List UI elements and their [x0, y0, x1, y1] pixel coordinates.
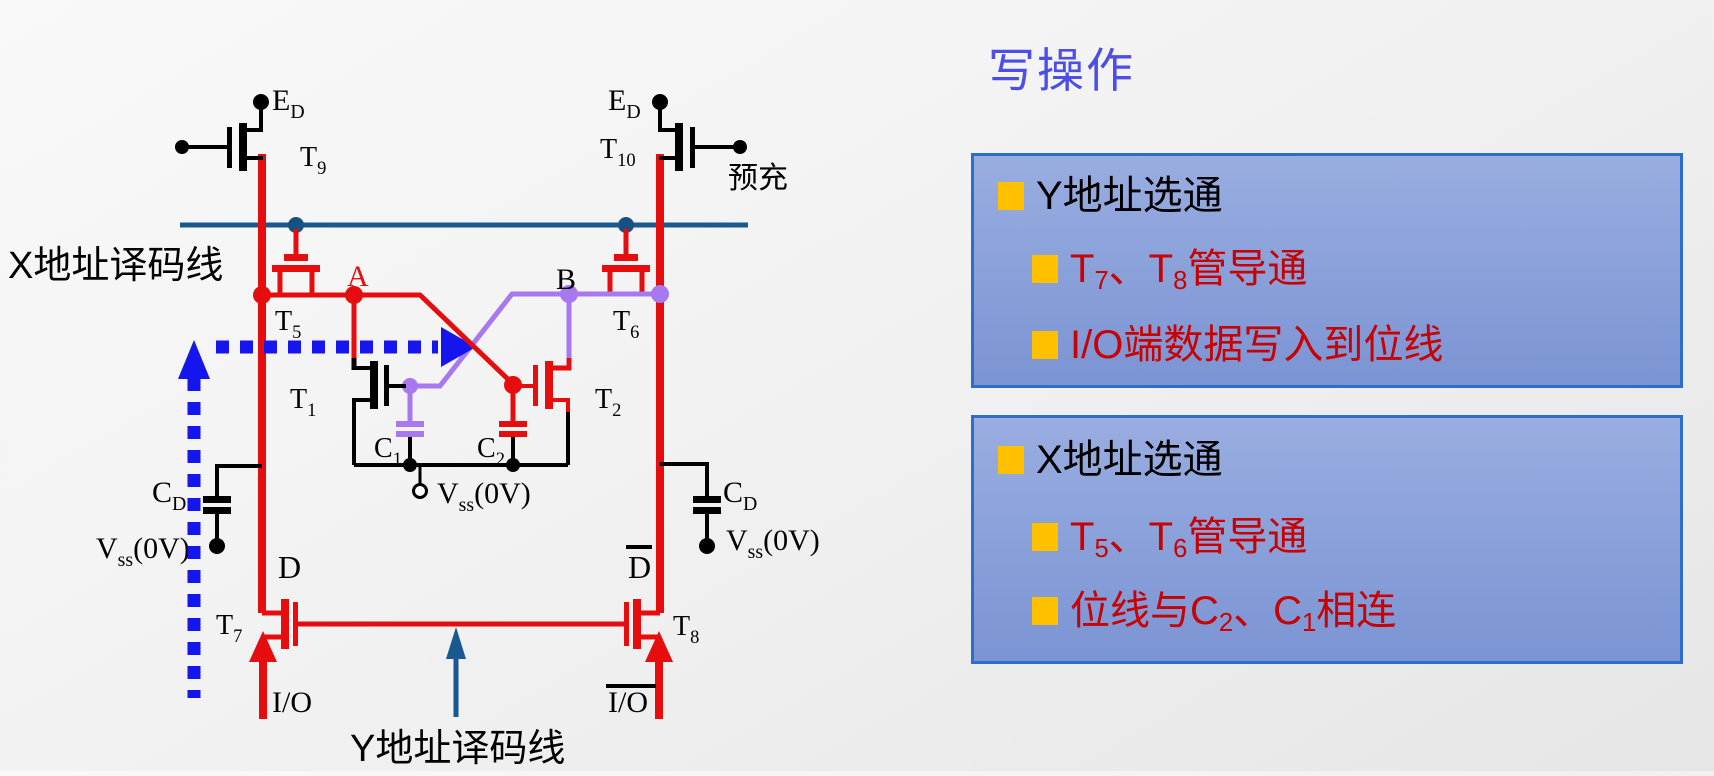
bullet-icon: [998, 446, 1024, 474]
panel-item: T5、T6管导通: [1070, 515, 1308, 564]
label-y-decode-line: Y地址译码线: [350, 728, 565, 770]
panel-item: I/O端数据写入到位线: [1070, 323, 1444, 367]
capacitor-cd-left: [203, 464, 262, 554]
transistor-t6: [602, 229, 650, 293]
transistor-t9: [175, 94, 269, 171]
label-io-bar: I/O: [606, 684, 656, 719]
bullet-icon: [1032, 331, 1058, 359]
panel-row: T7、T8管导通: [1032, 246, 1307, 304]
svg-text:I/O: I/O: [608, 686, 648, 719]
transistor-t7: [249, 599, 298, 719]
transistor-t10: [652, 94, 747, 171]
bullet-icon: [998, 182, 1024, 210]
x-select-panel: X地址选通 T5、T6管导通 位线与C2、C1相连: [971, 415, 1683, 664]
slide-title: 写操作: [988, 44, 1135, 97]
label-cd-right: CD: [723, 476, 757, 515]
panel-row: I/O端数据写入到位线: [1032, 322, 1443, 368]
capacitor-cd-right: [660, 462, 721, 554]
label-t10: T10: [600, 134, 636, 170]
label-t8: T8: [673, 611, 699, 647]
panel-row: T5、T6管导通: [1032, 514, 1307, 572]
label-d-bar: D: [626, 545, 652, 585]
label-cd-left: CD: [152, 476, 186, 515]
label-t7: T7: [216, 610, 242, 646]
label-t1: T1: [290, 384, 316, 420]
bullet-icon: [1032, 255, 1058, 283]
label-t2: T2: [595, 384, 621, 420]
label-node-b: B: [556, 263, 576, 296]
label-ed-left: ED: [272, 84, 305, 123]
x-decode-line: [180, 217, 748, 233]
node-b-net: [402, 285, 669, 421]
label-d: D: [278, 549, 301, 585]
panel-heading: Y地址选通: [1036, 174, 1223, 218]
bullet-icon: [1032, 597, 1058, 625]
label-c1: C1: [374, 433, 402, 469]
label-t5: T5: [275, 306, 301, 342]
panel-row: Y地址选通: [998, 173, 1223, 219]
y-select-panel: Y地址选通 T7、T8管导通 I/O端数据写入到位线: [971, 153, 1683, 388]
label-vss-left: Vss(0V): [96, 532, 190, 571]
label-vss-right: Vss(0V): [726, 524, 820, 563]
bullet-icon: [1032, 523, 1058, 551]
panel-heading: X地址选通: [1036, 438, 1223, 482]
label-x-decode-line: X地址译码线: [8, 245, 223, 287]
label-io: I/O: [272, 686, 312, 719]
label-t6: T6: [613, 306, 639, 342]
transistor-t5: [272, 229, 320, 294]
label-c2: C2: [477, 433, 505, 469]
svg-text:D: D: [628, 549, 651, 585]
transistor-t2: [513, 358, 572, 465]
memory-cell-circuit-diagram: ED T9 ED T10 预充 X地址译码线 T5: [8, 84, 820, 770]
transistor-t8: [624, 599, 673, 719]
y-decode-arrow: [446, 627, 466, 717]
write-path-arrow: [178, 327, 476, 698]
panel-row: 位线与C2、C1相连: [1032, 588, 1396, 646]
label-ed-right: ED: [608, 84, 641, 123]
label-node-a: A: [347, 260, 369, 293]
label-t9: T9: [300, 142, 326, 178]
label-precharge: 预充: [728, 162, 788, 195]
panel-row: X地址选通: [998, 437, 1223, 483]
label-vss-center: Vss(0V): [437, 477, 531, 516]
panel-item: T7、T8管导通: [1070, 247, 1308, 296]
node-a-net: [253, 286, 522, 394]
panel-item: 位线与C2、C1相连: [1070, 589, 1397, 638]
cell-ground-rail: [354, 458, 568, 499]
